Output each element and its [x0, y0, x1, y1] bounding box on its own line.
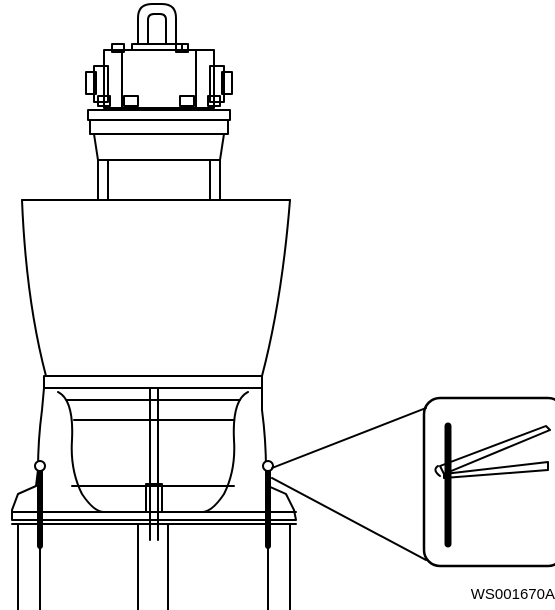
- detail-callout: [422, 396, 555, 568]
- pump-housing: [11, 375, 297, 541]
- motor-head: [85, 43, 233, 135]
- pliers-icon: [434, 425, 551, 479]
- callout-leaders: [271, 407, 427, 561]
- cooling-jacket: [21, 199, 291, 377]
- discharge-stand: [11, 523, 297, 610]
- lifting-lug: [131, 3, 183, 51]
- figure-id-label: WS001670A: [470, 586, 555, 603]
- motor-body: [93, 133, 225, 201]
- guide-pins: [34, 460, 274, 549]
